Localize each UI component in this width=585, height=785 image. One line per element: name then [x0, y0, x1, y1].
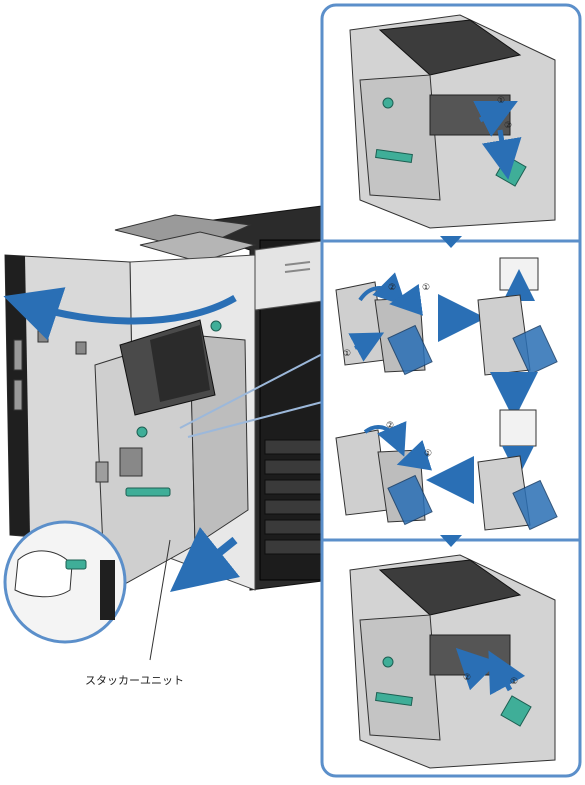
- hand-detail-circle: [3, 520, 127, 644]
- step-number-1c: ①: [343, 349, 351, 359]
- cartridge-case-removed: [477, 257, 558, 376]
- step-panel-2: ② ① ①: [335, 257, 558, 531]
- panel-divider-arrow-2: [440, 535, 462, 547]
- step-number-1b: ①: [422, 283, 430, 293]
- main-machine: [3, 204, 331, 661]
- open-door-arrow: [3, 287, 237, 341]
- step-number-2c: ②: [386, 421, 394, 431]
- panel-divider-arrow-1: [440, 236, 462, 248]
- cartridge-open: ② ① ①: [335, 272, 433, 376]
- pull-out-arrow: [170, 527, 240, 592]
- step-number-1e: ①: [510, 677, 518, 687]
- stacker-handle: [125, 487, 171, 497]
- step-number-1: ①: [497, 96, 505, 106]
- step-number-2d: ②: [463, 673, 471, 683]
- stacker-unit: [94, 319, 249, 596]
- stacker-unit-label: スタッカーユニット: [85, 674, 184, 687]
- step-number-1d: ①: [424, 449, 432, 459]
- steps-panel: ① ② ② ① ①: [320, 3, 582, 778]
- step-number-2: ②: [504, 121, 512, 131]
- step-panel-3: ① ②: [349, 554, 556, 769]
- cartridge-closing: ② ①: [335, 420, 433, 526]
- step-panel-1: ① ②: [349, 14, 556, 229]
- step-number-2b: ②: [388, 283, 396, 293]
- side-panel-slots: [264, 439, 326, 555]
- cartridge-case-insert: [477, 409, 558, 531]
